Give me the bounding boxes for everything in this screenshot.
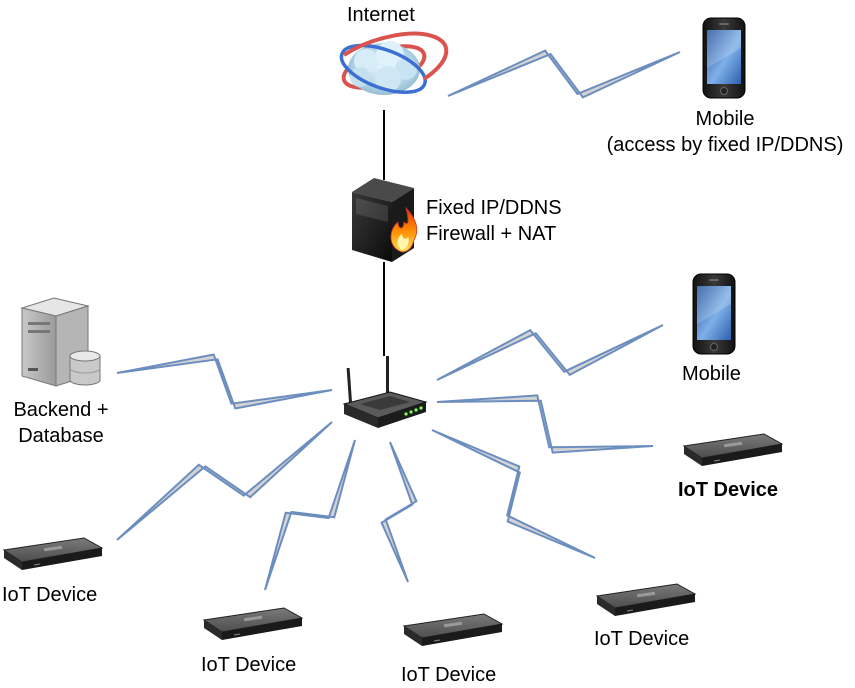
mobile-top-label: Mobile (access by fixed IP/DDNS) bbox=[594, 106, 855, 158]
mobile-right-label: Mobile bbox=[682, 363, 741, 385]
wireless-link-router-iot-right bbox=[436, 394, 654, 454]
cloud-globe-icon bbox=[339, 31, 449, 95]
iot-device-label-bottom-right: IoT Device bbox=[594, 628, 690, 650]
iot-device-label-left: IoT Device bbox=[2, 584, 98, 606]
mobile-right-phone bbox=[692, 273, 736, 355]
iot-device-icon-left bbox=[3, 537, 103, 571]
iot-device-label-right: IoT Device bbox=[678, 479, 779, 501]
backend-label: Backend + Database bbox=[0, 397, 122, 449]
mobile-top-label-line1: Mobile bbox=[695, 108, 755, 130]
server-database-icon bbox=[20, 297, 101, 387]
wireless-links bbox=[116, 49, 681, 591]
mobile-top-phone bbox=[702, 17, 746, 99]
iot-device-label-bottom-left: IoT Device bbox=[201, 654, 297, 676]
iot-device-icon-right bbox=[683, 433, 783, 467]
wireless-link-router-backend bbox=[116, 353, 333, 410]
wireless-link-router-iot-bottom-right bbox=[431, 429, 596, 559]
firewall-label-line1: Fixed IP/DDNS bbox=[426, 197, 562, 219]
iot-device-label-bottom-center: IoT Device bbox=[401, 664, 497, 686]
iot-device-icon-bottom-center bbox=[403, 613, 503, 647]
mobile-top-label-line2: (access by fixed IP/DDNS) bbox=[606, 134, 844, 156]
firewall-label-line2: Firewall + NAT bbox=[426, 223, 557, 245]
wireless-link-router-iot-bottom-center bbox=[380, 441, 418, 583]
firewall-icon bbox=[352, 178, 418, 262]
backend-label-line1: Backend + bbox=[13, 399, 109, 421]
wireless-router-icon bbox=[342, 356, 428, 428]
wireless-link-internet-mobile bbox=[447, 49, 681, 99]
internet-label: Internet bbox=[347, 4, 415, 26]
firewall-label: Fixed IP/DDNS Firewall + NAT bbox=[426, 195, 562, 247]
wireless-link-router-iot-left bbox=[116, 421, 333, 541]
iot-device-icon-bottom-left bbox=[203, 607, 303, 641]
iot-device-icon-bottom-right bbox=[596, 583, 696, 617]
wireless-link-router-mobile bbox=[436, 324, 664, 381]
backend-label-line2: Database bbox=[18, 425, 104, 447]
wireless-link-router-iot-bottom-left bbox=[264, 439, 356, 591]
